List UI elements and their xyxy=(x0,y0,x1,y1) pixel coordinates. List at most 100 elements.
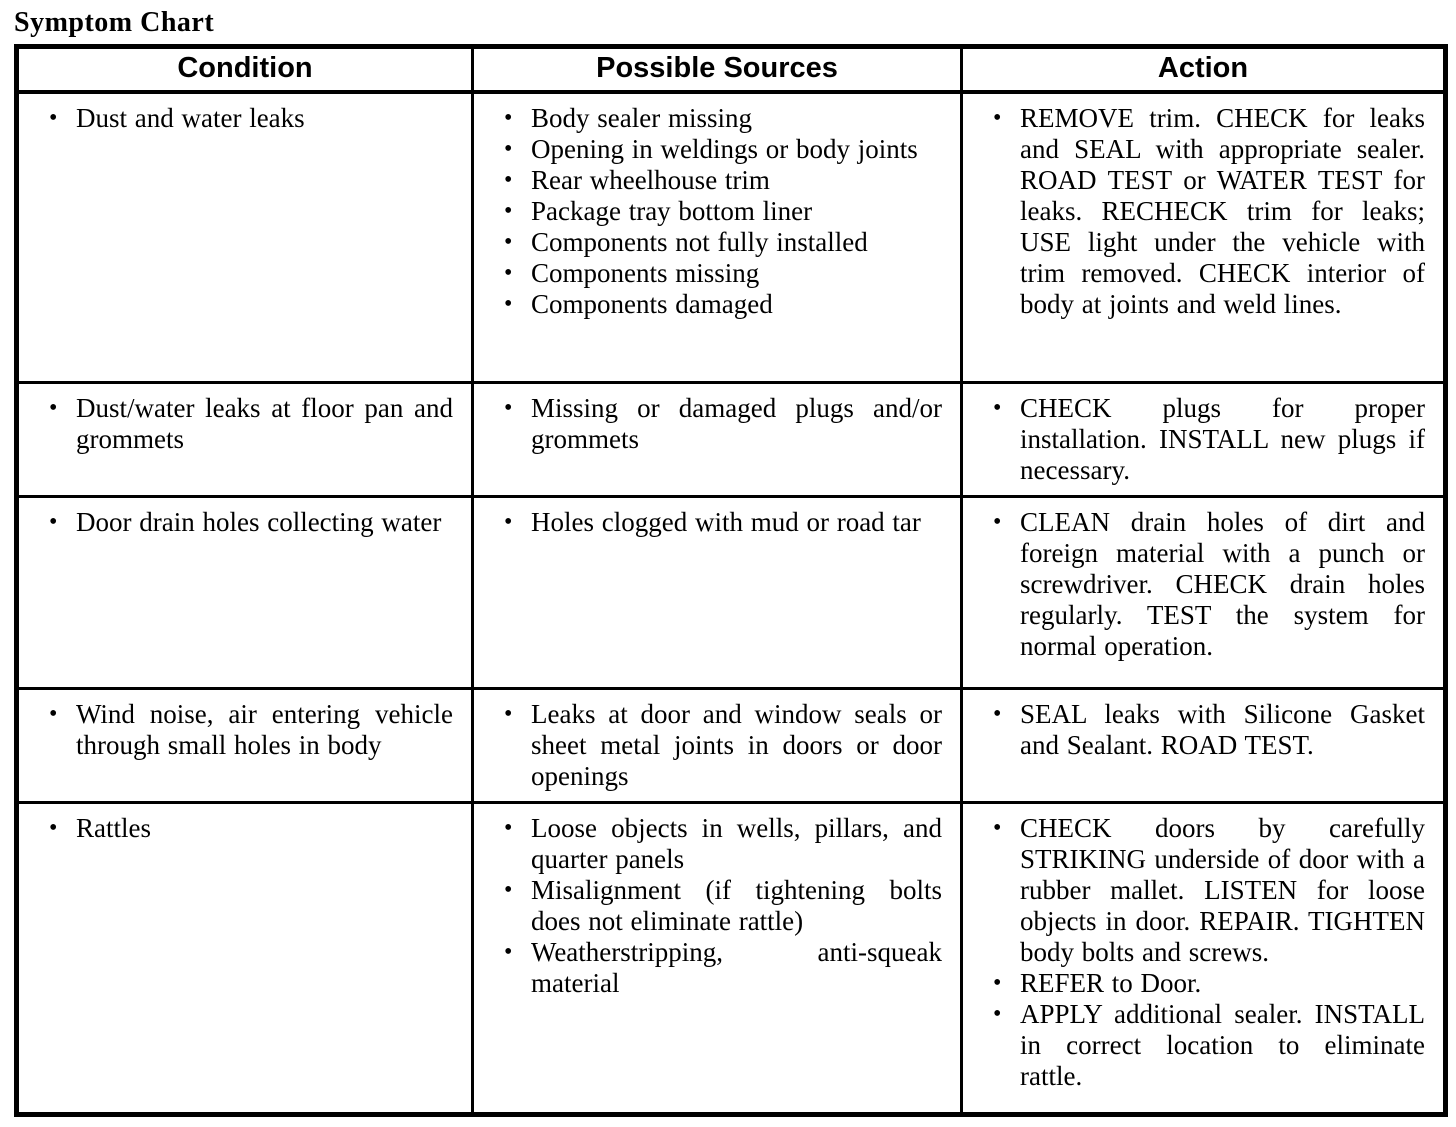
list-item-text: Components missing xyxy=(531,258,760,288)
list-item: • Dust and water leaks xyxy=(19,103,453,134)
list-item-text: REFER to Door. xyxy=(1020,967,1202,998)
list-item-text: CHECK plugs for proper installation. INS… xyxy=(1020,392,1425,485)
list-item: • REMOVE trim. CHECK for leaks and SEAL … xyxy=(963,103,1425,320)
bullet-icon: • xyxy=(49,814,58,841)
column-header-condition: Condition xyxy=(15,45,474,94)
table-row: • Dust and water leaks • Body sealer mis… xyxy=(15,90,1447,384)
possible-sources-cell: • Leaks at door and window seals or shee… xyxy=(471,686,963,804)
list-item: • Components missing xyxy=(474,258,942,289)
bullet-icon: • xyxy=(504,700,513,727)
bullet-icon: • xyxy=(993,969,1002,996)
bullet-icon: • xyxy=(993,700,1002,727)
bullet-icon: • xyxy=(504,394,513,421)
list-item-text: Holes clogged with mud or road tar xyxy=(531,506,921,537)
column-header-action: Action xyxy=(960,45,1447,94)
bullet-icon: • xyxy=(504,198,513,224)
list-item-text: APPLY additional sealer. INSTALL in corr… xyxy=(1020,998,1425,1091)
list-item-text: SEAL leaks with Silicone Gasket and Seal… xyxy=(1020,698,1425,760)
list-item-text: Misalignment (if tightening bolts does n… xyxy=(531,874,942,936)
bullet-icon: • xyxy=(993,394,1002,421)
list-item-text: Body sealer missing xyxy=(531,103,752,133)
list-item: • Leaks at door and window seals or shee… xyxy=(474,699,942,792)
list-item: • Rear wheelhouse trim xyxy=(474,165,942,196)
bullet-icon: • xyxy=(504,291,513,317)
table-row: • Door drain holes collecting water • Ho… xyxy=(15,494,1447,690)
bullet-icon: • xyxy=(993,105,1002,131)
list-item: • CHECK plugs for proper installation. I… xyxy=(963,393,1425,486)
list-item-text: Leaks at door and window seals or sheet … xyxy=(531,698,942,791)
list-item: • CHECK doors by carefully STRIKING unde… xyxy=(963,813,1425,968)
table-row: • Rattles • Loose objects in wells, pill… xyxy=(15,800,1447,1116)
possible-sources-cell: • Body sealer missing • Opening in weldi… xyxy=(471,90,963,384)
list-item: • Package tray bottom liner xyxy=(474,196,942,227)
list-item: • REFER to Door. xyxy=(963,968,1425,999)
condition-cell: • Wind noise, air entering vehicle throu… xyxy=(15,686,474,804)
bullet-icon: • xyxy=(504,876,513,903)
bullet-icon: • xyxy=(504,136,513,162)
list-item-text: Wind noise, air entering vehicle through… xyxy=(76,698,453,760)
list-item: • Door drain holes collecting water xyxy=(19,507,453,538)
list-item-text: CLEAN drain holes of dirt and foreign ma… xyxy=(1020,506,1425,661)
condition-cell: • Dust and water leaks xyxy=(15,90,474,384)
bullet-icon: • xyxy=(504,814,513,841)
list-item: • Wind noise, air entering vehicle throu… xyxy=(19,699,453,761)
bullet-icon: • xyxy=(993,508,1002,535)
header-row: Condition Possible Sources Action xyxy=(15,45,1447,94)
list-item: • CLEAN drain holes of dirt and foreign … xyxy=(963,507,1425,662)
bullet-icon: • xyxy=(49,508,58,535)
action-cell: • CLEAN drain holes of dirt and foreign … xyxy=(960,494,1447,690)
bullet-icon: • xyxy=(49,394,58,421)
action-cell: • CHECK doors by carefully STRIKING unde… xyxy=(960,800,1447,1116)
list-item-text: Missing or damaged plugs and/or grommets xyxy=(531,392,942,454)
action-cell: • SEAL leaks with Silicone Gasket and Se… xyxy=(960,686,1447,804)
list-item-text: CHECK doors by carefully STRIKING unders… xyxy=(1020,812,1425,967)
list-item: • Opening in weldings or body joints xyxy=(474,134,942,165)
bullet-icon: • xyxy=(504,167,513,193)
list-item: • Missing or damaged plugs and/or gromme… xyxy=(474,393,942,455)
list-item-text: Package tray bottom liner xyxy=(531,196,813,226)
list-item-text: Weatherstripping, anti-squeak material xyxy=(531,936,942,998)
possible-sources-cell: • Holes clogged with mud or road tar xyxy=(471,494,963,690)
bullet-icon: • xyxy=(504,105,513,131)
condition-cell: • Door drain holes collecting water xyxy=(15,494,474,690)
list-item: • Components damaged xyxy=(474,289,942,320)
list-item-text: Components damaged xyxy=(531,289,773,319)
list-item: • Rattles xyxy=(19,813,453,844)
table-row: • Wind noise, air entering vehicle throu… xyxy=(15,686,1447,804)
list-item: • Components not fully installed xyxy=(474,227,942,258)
list-item: • Weatherstripping, anti-squeak material xyxy=(474,937,942,999)
list-item: • Dust/water leaks at floor pan and grom… xyxy=(19,393,453,455)
possible-sources-cell: • Missing or damaged plugs and/or gromme… xyxy=(471,380,963,498)
bullet-icon: • xyxy=(504,508,513,535)
list-item-text: Rear wheelhouse trim xyxy=(531,165,770,195)
column-header-possible-sources: Possible Sources xyxy=(471,45,963,94)
list-item: • SEAL leaks with Silicone Gasket and Se… xyxy=(963,699,1425,761)
action-cell: • CHECK plugs for proper installation. I… xyxy=(960,380,1447,498)
bullet-icon: • xyxy=(993,814,1002,841)
bullet-icon: • xyxy=(504,229,513,255)
bullet-icon: • xyxy=(504,260,513,286)
page-title: Symptom Chart xyxy=(14,7,215,38)
list-item-text: Dust/water leaks at floor pan and gromme… xyxy=(76,392,453,454)
list-item-text: Components not fully installed xyxy=(531,227,868,257)
list-item-text: Dust and water leaks xyxy=(76,103,305,133)
bullet-icon: • xyxy=(49,105,58,131)
list-item: • Holes clogged with mud or road tar xyxy=(474,507,942,538)
list-item-text: REMOVE trim. CHECK for leaks and SEAL wi… xyxy=(1020,103,1425,319)
list-item: • Loose objects in wells, pillars, and q… xyxy=(474,813,942,875)
action-cell: • REMOVE trim. CHECK for leaks and SEAL … xyxy=(960,90,1447,384)
bullet-icon: • xyxy=(504,938,513,965)
possible-sources-cell: • Loose objects in wells, pillars, and q… xyxy=(471,800,963,1116)
table-row: • Dust/water leaks at floor pan and grom… xyxy=(15,380,1447,498)
condition-cell: • Rattles xyxy=(15,800,474,1116)
list-item: • Misalignment (if tightening bolts does… xyxy=(474,875,942,937)
list-item: • Body sealer missing xyxy=(474,103,942,134)
list-item-text: Loose objects in wells, pillars, and qua… xyxy=(531,812,942,874)
condition-cell: • Dust/water leaks at floor pan and grom… xyxy=(15,380,474,498)
list-item-text: Door drain holes collecting water xyxy=(76,506,442,537)
symptom-chart-table: Condition Possible Sources Action • Dust… xyxy=(14,44,1448,1117)
list-item-text: Rattles xyxy=(76,812,151,843)
list-item: • APPLY additional sealer. INSTALL in co… xyxy=(963,999,1425,1092)
bullet-icon: • xyxy=(49,700,58,727)
list-item-text: Opening in weldings or body joints xyxy=(531,134,918,164)
